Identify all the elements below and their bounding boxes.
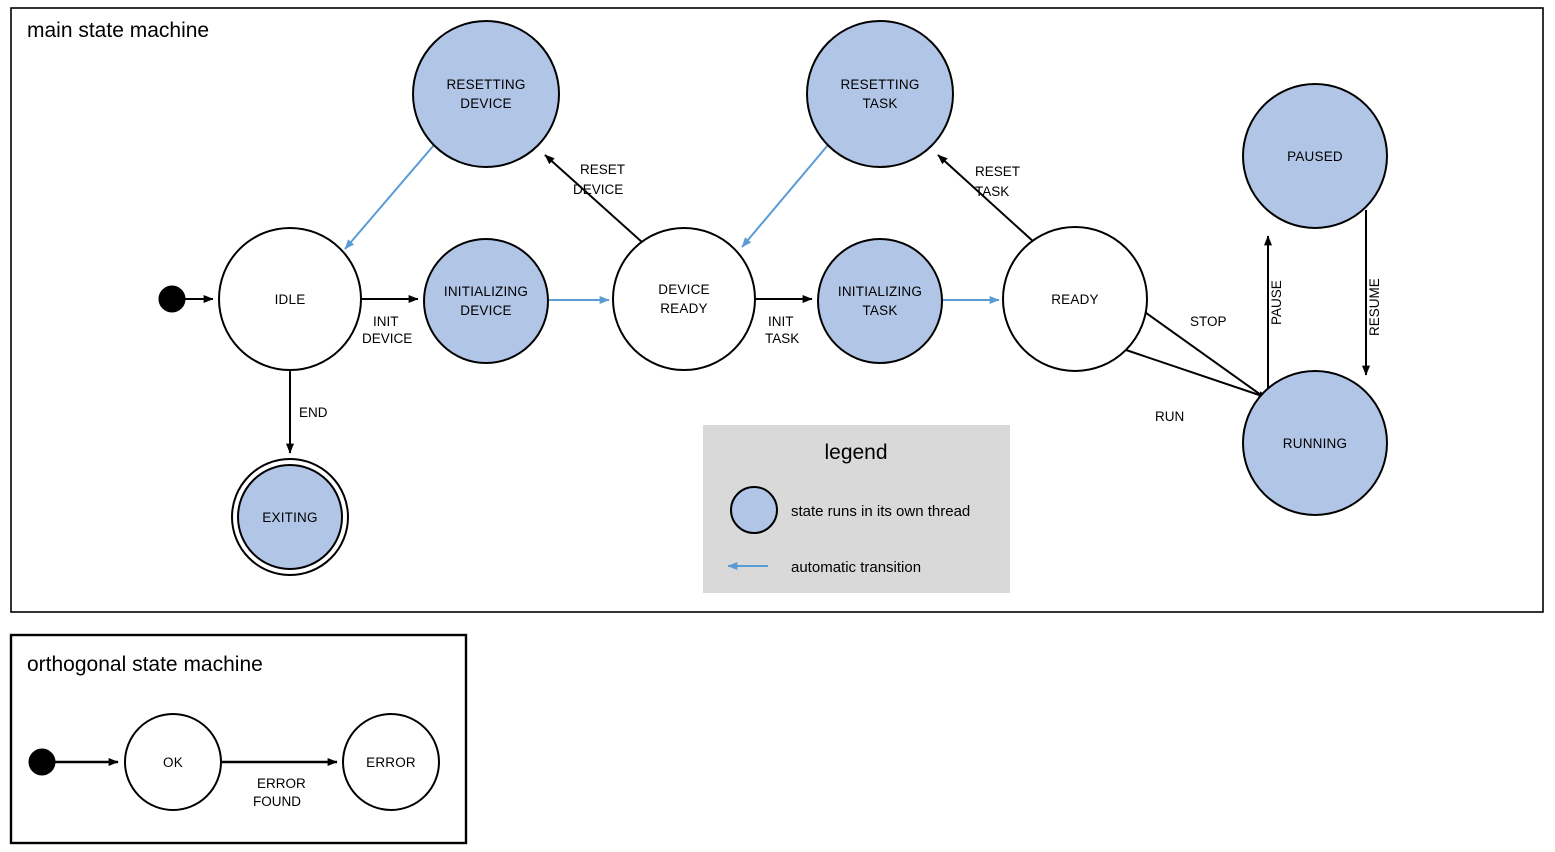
state-idle[interactable]: IDLE	[218, 227, 362, 371]
state-initializing-device-circle[interactable]	[423, 238, 549, 364]
state-initializing-task-circle[interactable]	[817, 238, 943, 364]
transition-resetdevice-idle	[344, 144, 435, 250]
orthogonal-initial-state-dot	[28, 748, 56, 776]
legend-item-automatic-transition: automatic transition	[727, 559, 921, 576]
edge-label-init-device-line1: INIT	[373, 314, 399, 329]
edge-label-init-device-line2: DEVICE	[362, 331, 412, 346]
main-transitions-layer: INIT DEVICE INIT TASK RESET DEVICE	[185, 144, 1382, 454]
state-resetting-task-label-line1: RESETTING	[840, 77, 919, 92]
transition-running-paused: PAUSE	[1264, 235, 1284, 400]
legend-thread-state-text: state runs in its own thread	[791, 503, 970, 520]
state-exiting-label: EXITING	[262, 510, 317, 525]
transition-idle-exiting: END	[286, 371, 328, 454]
state-idle-label: IDLE	[275, 292, 306, 307]
edge-label-reset-task-line1: RESET	[975, 164, 1020, 179]
state-resetting-device-circle[interactable]	[412, 20, 560, 168]
transition-resettask-deviceready	[741, 144, 829, 248]
orthogonal-state-machine-container: orthogonal state machine ERROR FOUND OK …	[9, 633, 468, 845]
edge-label-end: END	[299, 405, 328, 420]
state-error-label: ERROR	[366, 755, 416, 770]
state-resetting-device-label-line1: RESETTING	[446, 77, 525, 92]
transition-ready-reset-task: RESET TASK	[937, 154, 1036, 244]
state-device-ready[interactable]: DEVICE READY	[612, 227, 756, 371]
edge-label-resume: RESUME	[1367, 278, 1382, 336]
state-error-circle[interactable]	[342, 713, 440, 811]
edge-label-reset-device-line2: DEVICE	[573, 182, 623, 197]
state-paused-label: PAUSED	[1287, 149, 1343, 164]
main-initial-state	[158, 285, 186, 313]
state-resetting-task-label-line2: TASK	[862, 96, 897, 111]
state-initializing-device-label-line2: DEVICE	[460, 303, 511, 318]
legend-auto-transition-text: automatic transition	[791, 559, 921, 576]
state-resetting-device-label-line2: DEVICE	[460, 96, 511, 111]
state-resetting-device[interactable]: RESETTING DEVICE	[412, 20, 560, 168]
state-initializing-task-label-line1: INITIALIZING	[838, 284, 922, 299]
orthogonal-box-title: orthogonal state machine	[27, 653, 263, 676]
edge-label-reset-device-line1: RESET	[580, 162, 625, 177]
edge-label-pause: PAUSE	[1269, 280, 1284, 325]
state-exiting-circle[interactable]	[237, 464, 343, 570]
state-running[interactable]: RUNNING	[1242, 370, 1388, 516]
edge-label-init-task-line2: TASK	[765, 331, 799, 346]
edge-label-stop: STOP	[1190, 314, 1227, 329]
state-running-circle[interactable]	[1242, 370, 1388, 516]
edge-label-error-found-line2: FOUND	[253, 794, 301, 809]
transition-deviceready-reset-device: RESET DEVICE	[544, 154, 644, 244]
state-resetting-task[interactable]: RESETTING TASK	[806, 20, 954, 168]
orthogonal-transitions-layer: ERROR FOUND	[55, 758, 338, 809]
edge-label-init-task-line1: INIT	[768, 314, 794, 329]
main-states-layer: IDLE INITIALIZING DEVICE DEVICE READY IN…	[218, 20, 1388, 576]
state-idle-circle[interactable]	[218, 227, 362, 371]
state-initializing-task-label-line2: TASK	[862, 303, 897, 318]
state-device-ready-label-line2: READY	[660, 301, 708, 316]
state-exiting[interactable]: EXITING	[231, 458, 349, 576]
legend-thread-state-swatch-icon	[730, 486, 778, 534]
legend: legend state runs in its own thread auto…	[703, 425, 1010, 593]
transition-ok-error: ERROR FOUND	[221, 758, 338, 809]
main-box-title: main state machine	[27, 19, 209, 42]
edge-label-reset-task-line2: TASK	[975, 184, 1009, 199]
transition-ready-running: RUN	[1125, 349, 1269, 424]
state-ok-label: OK	[163, 755, 183, 770]
state-resetting-task-circle[interactable]	[806, 20, 954, 168]
state-initializing-device[interactable]: INITIALIZING DEVICE	[423, 238, 549, 364]
state-paused-circle[interactable]	[1242, 83, 1388, 229]
legend-item-thread-state: state runs in its own thread	[730, 486, 970, 534]
state-ok[interactable]: OK	[124, 713, 222, 811]
state-initializing-device-label-line1: INITIALIZING	[444, 284, 528, 299]
transition-running-ready: STOP	[1134, 304, 1269, 401]
state-ready-label: READY	[1051, 292, 1099, 307]
legend-title: legend	[824, 441, 887, 464]
transition-deviceready-init-task: INIT TASK	[755, 295, 813, 346]
state-error[interactable]: ERROR	[342, 713, 440, 811]
initial-state-dot	[158, 285, 186, 313]
transition-idle-init-device: INIT DEVICE	[361, 295, 419, 346]
state-running-label: RUNNING	[1283, 436, 1347, 451]
edge-label-error-found-line1: ERROR	[257, 776, 306, 791]
transition-paused-running: RESUME	[1362, 210, 1382, 376]
state-paused[interactable]: PAUSED	[1242, 83, 1388, 229]
edge-label-run: RUN	[1155, 409, 1184, 424]
state-initializing-task[interactable]: INITIALIZING TASK	[817, 238, 943, 364]
state-ready[interactable]: READY	[1002, 226, 1148, 372]
state-ok-circle[interactable]	[124, 713, 222, 811]
state-device-ready-circle[interactable]	[612, 227, 756, 371]
state-device-ready-label-line1: DEVICE	[658, 282, 709, 297]
state-ready-circle[interactable]	[1002, 226, 1148, 372]
